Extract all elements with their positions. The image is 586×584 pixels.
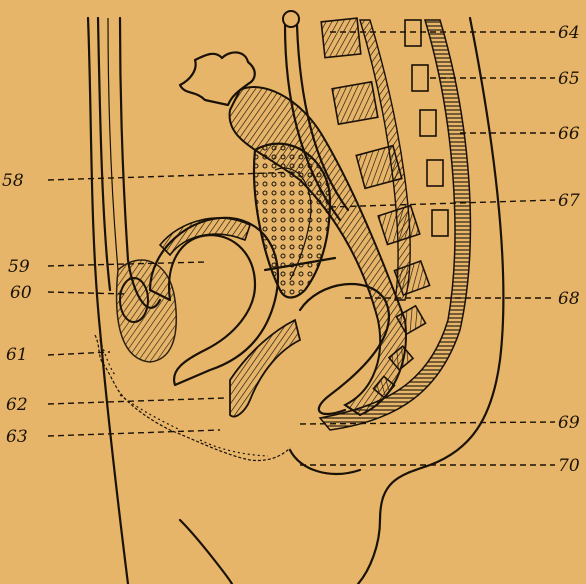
label-62: 62 xyxy=(6,395,28,415)
label-59: 59 xyxy=(8,257,30,277)
label-65: 65 xyxy=(558,69,580,89)
label-60: 60 xyxy=(10,283,32,303)
label-61: 61 xyxy=(6,345,28,365)
label-67: 67 xyxy=(558,191,580,211)
label-58: 58 xyxy=(2,171,24,191)
buttock-outline xyxy=(290,450,360,474)
label-64: 64 xyxy=(558,23,580,43)
vaginal-canal xyxy=(230,320,300,417)
label-63: 63 xyxy=(6,427,28,447)
label-66: 66 xyxy=(558,124,580,144)
pubic-region xyxy=(117,260,177,362)
label-68: 68 xyxy=(558,289,580,309)
label-70: 70 xyxy=(558,456,580,476)
label-69: 69 xyxy=(558,413,580,433)
